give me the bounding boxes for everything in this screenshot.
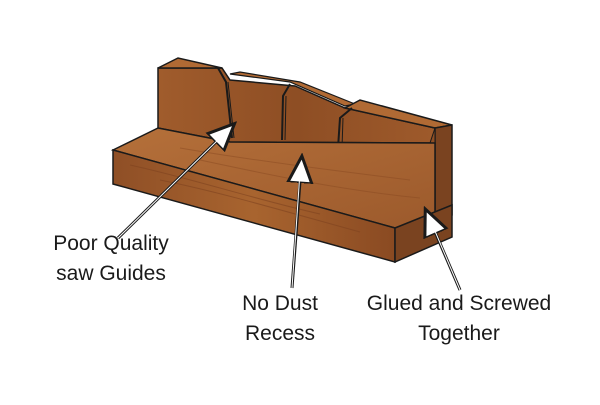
back-fence-top — [157, 57, 223, 69]
label-dust-line1: No Dust — [242, 292, 318, 315]
arrow-dust-recess-inner — [291, 171, 301, 289]
label-saw-guides-line1: Poor Quality — [53, 232, 169, 255]
back-fence-face — [157, 67, 436, 144]
label-glued-line2: Together — [418, 322, 500, 345]
label-saw-guides-line2: saw Guides — [56, 262, 166, 285]
wood-grain-front — [129, 164, 361, 233]
saw-guide-slot-1 — [217, 67, 233, 139]
saw-guide-slot-2 — [281, 83, 291, 141]
saw-guide-slot-2b — [284, 95, 287, 141]
saw-guide-slot-3 — [337, 107, 353, 149]
label-dust-line2: Recess — [244, 322, 316, 345]
label-glued-and-screwed-together: Glued and Screwed Together — [344, 289, 574, 349]
label-poor-quality-saw-guides: Poor Quality saw Guides — [36, 229, 186, 289]
label-no-dust-recess: No Dust Recess — [215, 289, 345, 349]
arrow-glued-screwed-inner — [431, 223, 461, 291]
label-glued-line1: Glued and Screwed — [366, 292, 552, 315]
arrow-saw-guides-inner — [117, 135, 223, 239]
